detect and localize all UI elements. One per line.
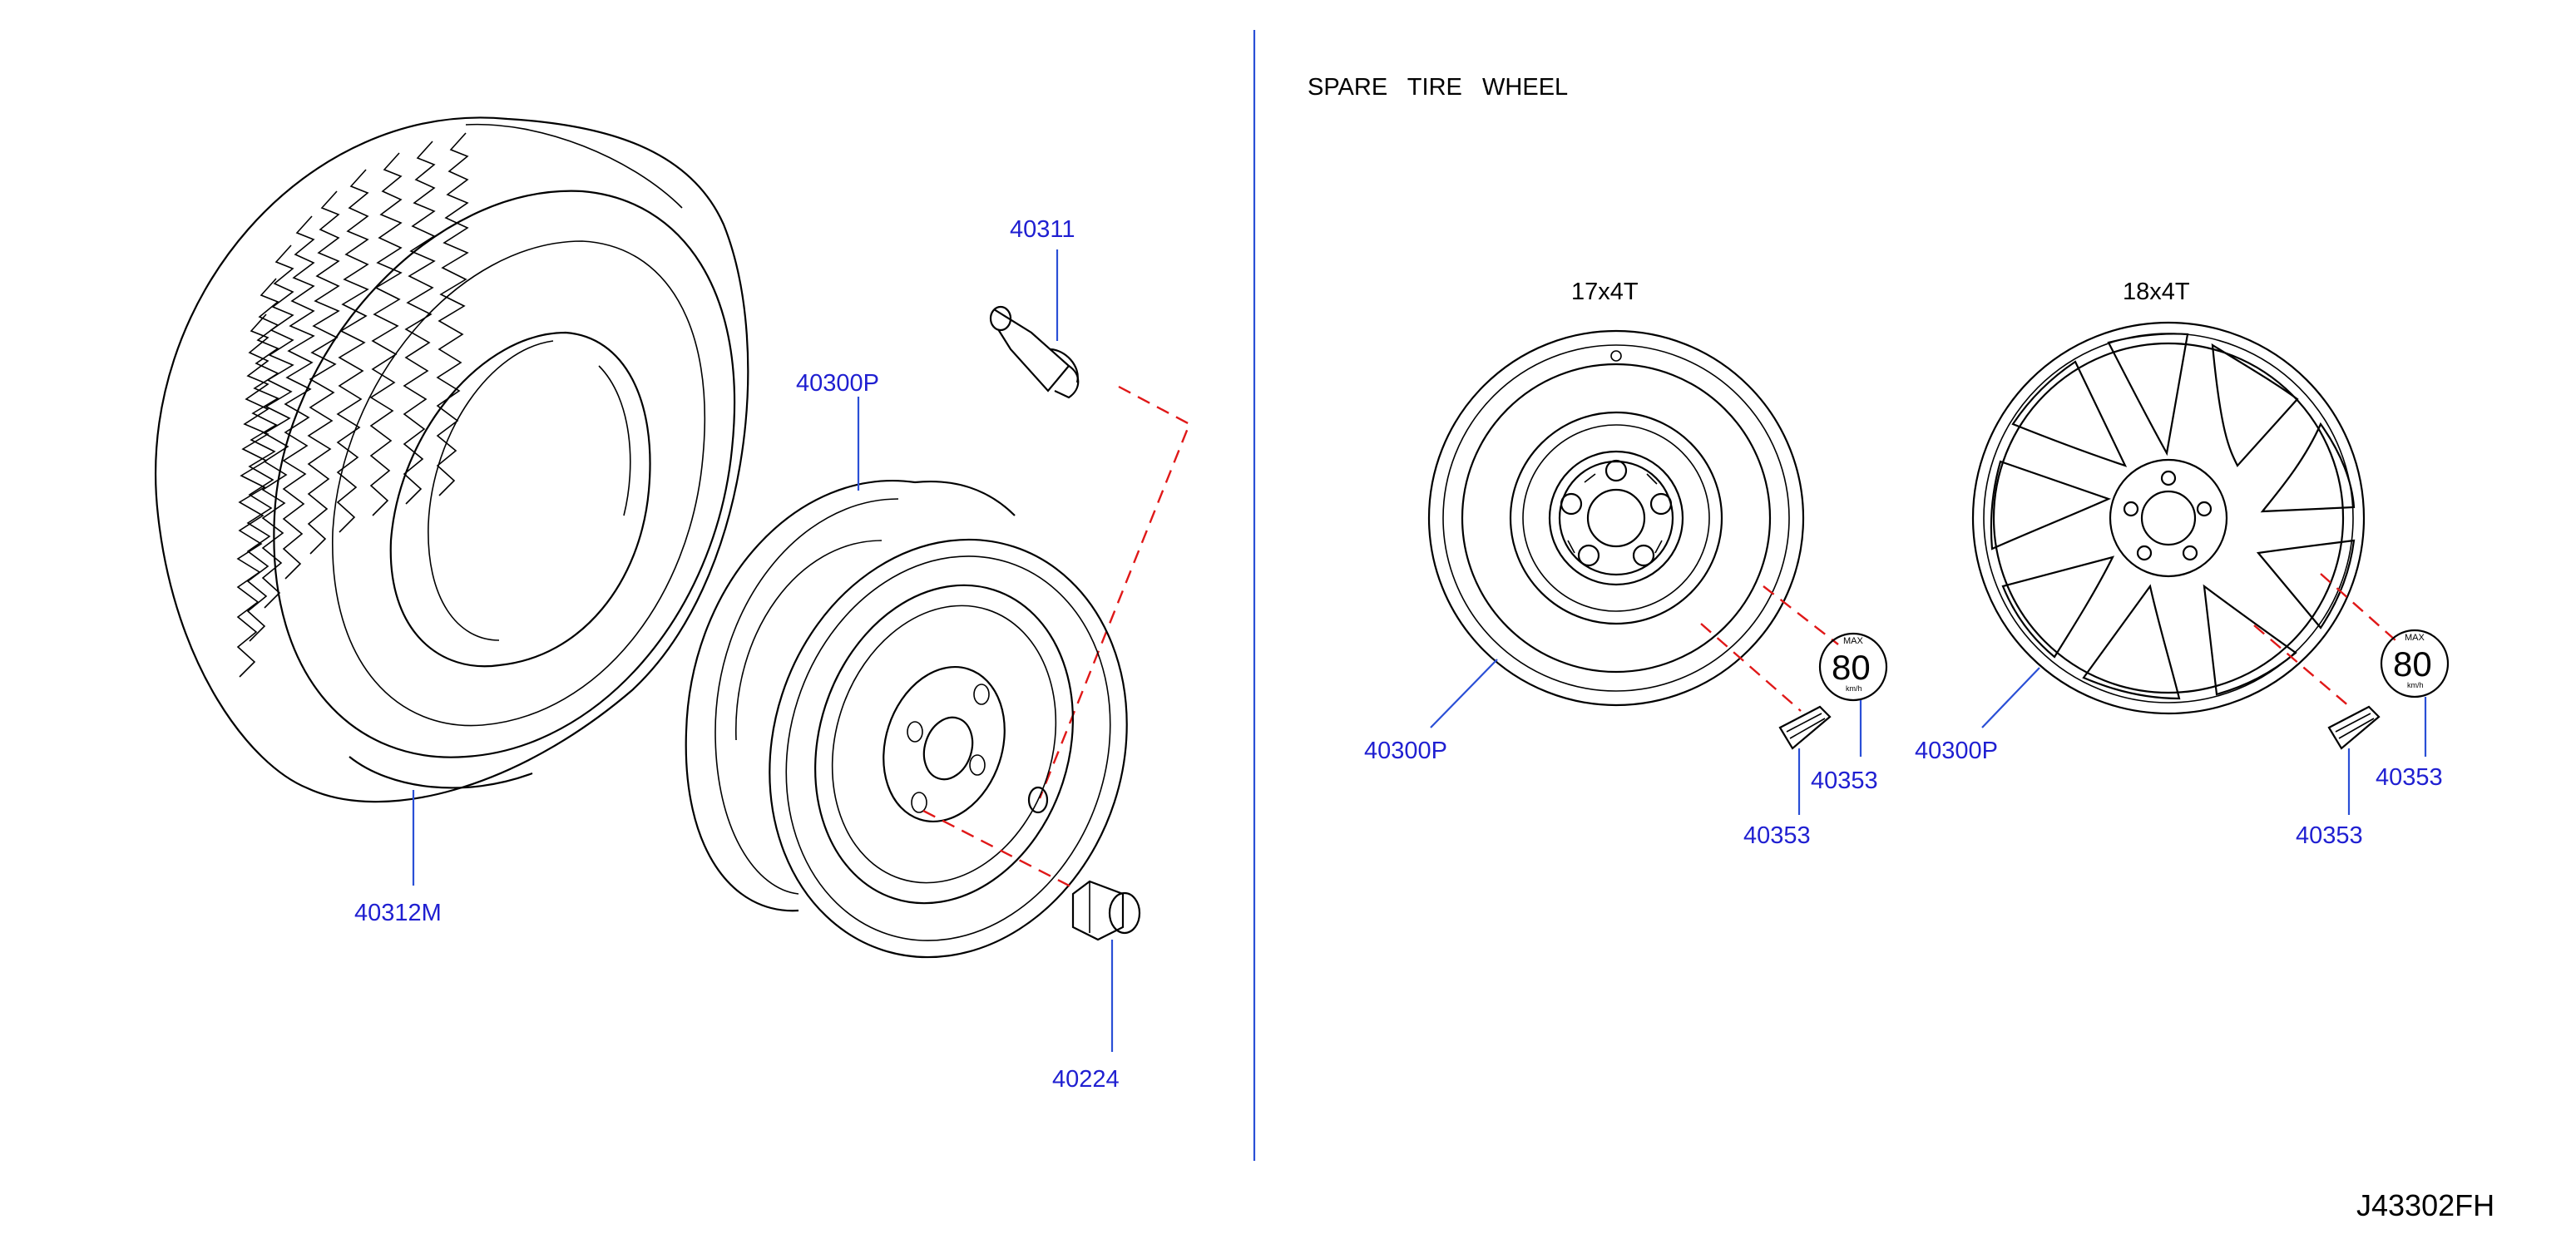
- wheel-size-17: 17x4T: [1571, 279, 1639, 305]
- part-number-wheel-18[interactable]: 40300P: [1915, 738, 1998, 764]
- svg-text:80: 80: [2393, 644, 2432, 684]
- svg-text:MAX: MAX: [1843, 636, 1864, 646]
- speed-badge-18: MAX 80 km/h: [2380, 629, 2450, 698]
- part-number-tire[interactable]: 40312M: [354, 900, 442, 926]
- part-number-label-17-flag[interactable]: 40353: [1743, 822, 1811, 849]
- leader-wheel-17: [1430, 659, 1498, 728]
- wheel-nut-icon: [1071, 880, 1141, 941]
- assembly-line-valve: [1038, 385, 1191, 799]
- wheel-17-illustration: [1427, 329, 1805, 707]
- assembly-line-18-flag: [2253, 624, 2351, 708]
- flag-label-18-icon: [2327, 705, 2381, 750]
- wheel-18-illustration: [1971, 321, 2366, 715]
- wheel-size-18: 18x4T: [2123, 279, 2190, 305]
- assembly-line-17-round: [1763, 585, 1839, 645]
- speed-badge-17: MAX 80 km/h: [1818, 632, 1888, 702]
- tire-illustration: [155, 116, 749, 803]
- part-number-wheel-exploded[interactable]: 40300P: [796, 370, 879, 397]
- diagram-code: J43302FH: [2356, 1188, 2494, 1222]
- svg-text:80: 80: [1832, 648, 1871, 687]
- assembly-line-nut: [922, 809, 1078, 891]
- wheel-exploded-illustration: [685, 480, 1128, 959]
- part-number-label-18-round[interactable]: 40353: [2376, 764, 2443, 791]
- part-number-valve[interactable]: 40311: [1010, 216, 1075, 243]
- svg-text:km/h: km/h: [2407, 681, 2424, 689]
- part-number-label-17-round[interactable]: 40353: [1811, 768, 1878, 794]
- part-number-label-18-flag[interactable]: 40353: [2296, 822, 2363, 849]
- part-number-wheel-17[interactable]: 40300P: [1364, 738, 1447, 764]
- assembly-line-17-flag: [1700, 623, 1802, 712]
- flag-label-17-icon: [1778, 705, 1832, 750]
- svg-text:MAX: MAX: [2405, 633, 2425, 643]
- part-number-nut[interactable]: 40224: [1052, 1066, 1120, 1093]
- svg-text:km/h: km/h: [1846, 684, 1862, 693]
- leader-wheel-18: [1981, 667, 2040, 728]
- assembly-line-18-round: [2320, 573, 2396, 641]
- valve-stem-icon: [989, 305, 1080, 399]
- section-title: SPARE TIRE WHEEL: [1308, 74, 1568, 101]
